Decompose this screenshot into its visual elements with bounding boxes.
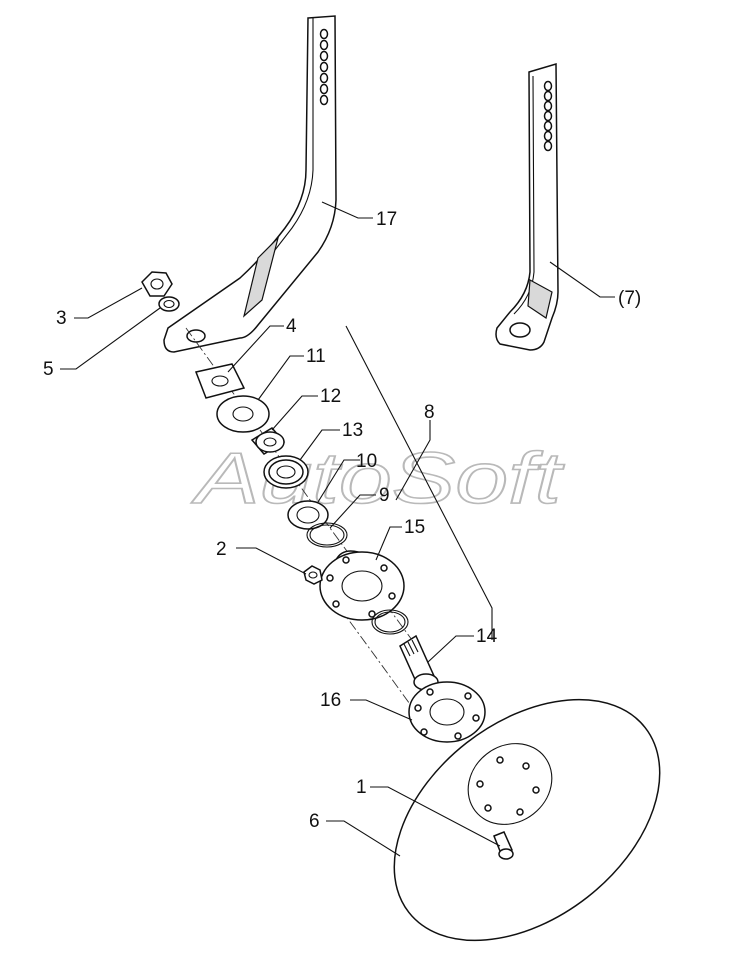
axle-part-14 [399,634,439,691]
callout-12: 12 [320,386,341,407]
callout-13: 13 [342,420,363,441]
group-bracket-8 [345,325,493,640]
callout-4: 4 [286,316,297,337]
leader-lines [60,201,615,857]
callout-1: 1 [356,777,367,798]
callout-17: 17 [376,209,397,230]
shank-part-17 [163,15,337,353]
callout-7: (7) [618,288,641,309]
bearing-part-10 [287,500,329,530]
shank-part-7 [495,62,559,351]
flange-part-16 [408,681,486,743]
nut-part-3 [141,271,173,297]
circlip-part-9 [306,522,348,548]
callout-3: 3 [56,308,67,329]
disc-part-6 [393,698,661,942]
watermark-text: AutoSoft [191,439,565,519]
hub-part-15 [319,550,405,621]
bolt-part-1 [493,831,514,860]
callout-5: 5 [43,359,54,380]
callout-15: 15 [404,517,425,538]
callout-10: 10 [356,451,377,472]
bushing-part-12 [250,427,286,455]
callout-11: 11 [306,346,326,367]
callout-9: 9 [379,485,390,506]
callout-8: 8 [424,402,435,423]
shank-adjustment-holes [319,28,329,106]
circlip-lower [371,609,409,635]
washer-part-5 [158,296,180,312]
callout-16: 16 [320,690,341,711]
callout-2: 2 [216,539,227,560]
plate-part-4 [194,363,246,399]
small-shank-adjustment-holes [543,80,553,152]
callout-14: 14 [476,626,498,647]
seal-part-13 [263,455,309,489]
cap-part-11 [216,395,270,433]
bolt-axis [317,577,421,719]
callout-6: 6 [309,811,320,832]
nut-part-2 [303,565,323,585]
